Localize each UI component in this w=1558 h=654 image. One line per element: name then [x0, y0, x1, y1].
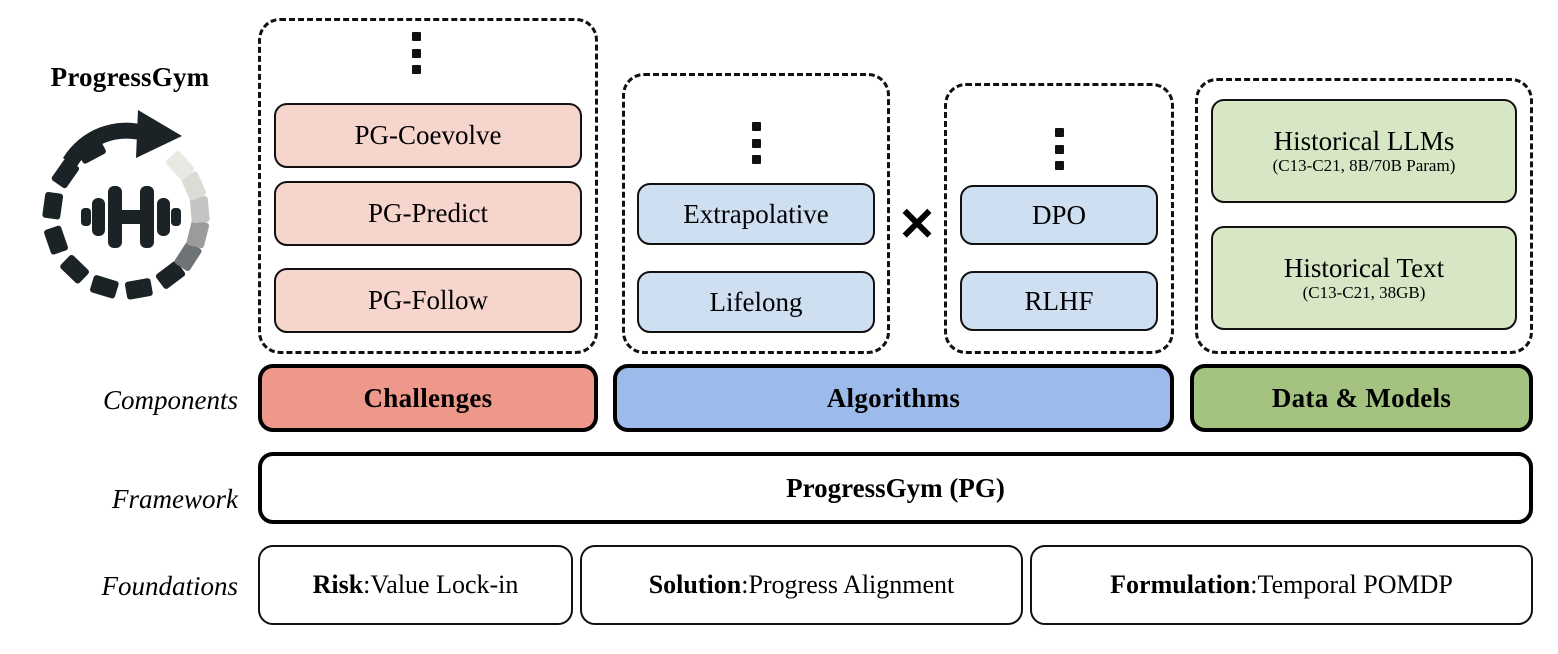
vertical-ellipsis-icon-methods	[1054, 128, 1064, 170]
vertical-ellipsis-icon-challenges	[411, 32, 421, 74]
data-item-sublabel: (C13-C21, 8B/70B Param)	[1272, 156, 1456, 176]
progressgym-logo-icon	[30, 98, 230, 313]
component-bar-algorithms[interactable]: Algorithms	[613, 364, 1174, 432]
vertical-ellipsis-icon-paradigms	[751, 122, 761, 164]
foundation-separator: :	[363, 570, 371, 599]
algorithm-method-rlhf[interactable]: RLHF	[960, 271, 1158, 331]
challenges-group	[258, 18, 598, 354]
row-label-framework: Framework	[112, 484, 238, 514]
brand-title: ProgressGym	[50, 62, 210, 92]
component-bar-challenges[interactable]: Challenges	[258, 364, 598, 432]
challenge-item-pg-follow[interactable]: PG-Follow	[274, 268, 582, 333]
data-item-historical-text[interactable]: Historical Text (C13-C21, 38GB)	[1211, 226, 1517, 330]
foundation-key: Formulation	[1110, 570, 1251, 599]
algorithm-paradigm-lifelong[interactable]: Lifelong	[637, 271, 875, 333]
foundation-separator: :	[1250, 570, 1258, 599]
algorithm-paradigms-group	[622, 73, 890, 354]
foundation-key: Solution	[648, 570, 742, 599]
foundation-key: Risk	[312, 570, 364, 599]
paradigm-label: Lifelong	[709, 286, 803, 317]
algorithm-methods-group	[944, 83, 1174, 354]
method-label: DPO	[1031, 199, 1086, 230]
paradigm-label: Extrapolative	[683, 198, 829, 229]
algorithm-method-dpo[interactable]: DPO	[960, 185, 1158, 245]
challenge-item-pg-coevolve[interactable]: PG-Coevolve	[274, 103, 582, 168]
foundation-value: Value Lock-in	[370, 570, 519, 599]
challenge-item-pg-predict[interactable]: PG-Predict	[274, 181, 582, 246]
component-label: Data & Models	[1271, 382, 1452, 413]
component-label: Algorithms	[826, 382, 961, 413]
component-bar-data-models[interactable]: Data & Models	[1190, 364, 1533, 432]
foundation-separator: :	[741, 570, 749, 599]
component-label: Challenges	[363, 382, 493, 413]
data-item-label: Historical LLMs	[1273, 125, 1455, 156]
row-label-components: Components	[103, 385, 238, 415]
algorithm-paradigm-extrapolative[interactable]: Extrapolative	[637, 183, 875, 245]
framework-label: ProgressGym (PG)	[786, 472, 1005, 503]
method-label: RLHF	[1024, 285, 1094, 316]
challenge-label: PG-Coevolve	[354, 120, 502, 151]
foundation-value: Progress Alignment	[748, 570, 955, 599]
foundation-box-formulation[interactable]: Formulation: Temporal POMDP	[1030, 545, 1533, 625]
data-item-sublabel: (C13-C21, 38GB)	[1302, 283, 1426, 303]
multiply-icon: ✕	[897, 198, 937, 250]
foundation-value: Temporal POMDP	[1257, 570, 1453, 599]
challenge-label: PG-Predict	[368, 198, 488, 229]
foundation-box-solution[interactable]: Solution: Progress Alignment	[580, 545, 1023, 625]
data-models-group	[1195, 78, 1533, 354]
foundation-box-risk[interactable]: Risk: Value Lock-in	[258, 545, 573, 625]
framework-bar[interactable]: ProgressGym (PG)	[258, 452, 1533, 524]
data-item-label: Historical Text	[1283, 252, 1445, 283]
challenge-label: PG-Follow	[367, 285, 489, 316]
data-item-historical-llms[interactable]: Historical LLMs (C13-C21, 8B/70B Param)	[1211, 99, 1517, 203]
row-label-foundations: Foundations	[101, 571, 238, 601]
